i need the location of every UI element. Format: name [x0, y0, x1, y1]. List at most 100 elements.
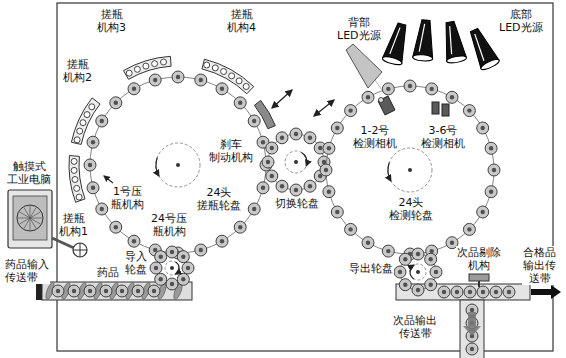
roller — [243, 84, 249, 90]
medicine-bottle — [290, 128, 302, 140]
bottle-body — [320, 164, 332, 176]
bottle-body — [323, 142, 335, 154]
camera-body — [378, 96, 395, 115]
bottle-body — [331, 206, 343, 218]
roller — [71, 158, 77, 164]
bottle-cap — [348, 108, 352, 112]
dashed-circle — [165, 261, 179, 275]
medicine-bottle — [362, 91, 374, 103]
wheel-hub — [416, 270, 420, 274]
led-face — [412, 54, 432, 62]
medicine-bottle — [276, 132, 288, 144]
roller — [74, 137, 80, 143]
part-label: 24头 搓瓶轮盘 — [196, 186, 242, 212]
rotation-arrow — [285, 151, 307, 173]
rubbing-mechanism — [202, 59, 254, 94]
medicine-bottle — [248, 115, 260, 127]
medicine-bottle — [503, 286, 515, 298]
bottle-cap — [450, 241, 454, 245]
bottle-body — [234, 97, 246, 109]
medicine-bottle — [84, 159, 96, 171]
bottle-cap — [467, 227, 471, 231]
bottle-cap — [238, 225, 242, 229]
medicine-bottle — [345, 105, 357, 117]
conveyor-belt — [460, 300, 484, 358]
part-label: 24号压 瓶机构 — [150, 212, 188, 238]
bottle-cap — [450, 95, 454, 99]
bottle-cap — [252, 207, 256, 211]
part-label: 搓瓶 机构2 — [62, 58, 93, 84]
bottle-body — [128, 235, 140, 247]
export-wheel — [394, 248, 442, 296]
bottle-body — [166, 278, 178, 290]
part-label: 1-2号 检测相机 — [352, 124, 398, 150]
double-arrow — [272, 90, 292, 108]
medicine-bottle — [84, 285, 96, 297]
bottle-cap — [327, 190, 331, 194]
dashed-circle — [388, 148, 432, 192]
bottle-body — [216, 83, 228, 95]
bottle-body — [290, 184, 302, 196]
roller — [236, 78, 242, 84]
led-highlight — [447, 26, 455, 54]
camera-body — [432, 102, 439, 114]
bottle-cap — [136, 289, 140, 293]
medicine-bottle — [331, 206, 343, 218]
medicine-bottle — [438, 286, 450, 298]
pivot-cross — [80, 243, 81, 257]
bottle-body — [382, 83, 394, 95]
dashed-circle — [156, 143, 200, 187]
bottle-cap — [467, 108, 471, 112]
led-face — [446, 55, 467, 64]
medicine-bottle — [446, 91, 458, 103]
medicine-bottle — [172, 71, 184, 83]
medicine-bottle — [320, 164, 332, 176]
switch-wheel — [262, 128, 330, 196]
bottle-cap — [430, 249, 434, 253]
bottle-cap — [170, 282, 174, 286]
medicine-bottle — [149, 74, 161, 86]
wheel-hub — [170, 266, 174, 270]
bottle-cap — [181, 255, 185, 259]
bottle-cap — [386, 249, 390, 253]
medicine-bottle — [68, 285, 80, 297]
part-label: 药品 — [96, 266, 120, 279]
roller — [152, 61, 158, 67]
medicine-bottle — [399, 279, 411, 291]
medicine-bottle — [304, 132, 316, 144]
bottle-body — [110, 97, 122, 109]
medicine-bottle — [132, 285, 144, 297]
double-arrow — [314, 100, 334, 116]
medicine-bottle — [331, 122, 343, 134]
direction-arc — [156, 158, 159, 177]
medicine-bottle — [430, 266, 442, 278]
led-cone — [346, 44, 382, 88]
roller — [89, 104, 95, 110]
bottle-cap — [280, 136, 284, 140]
medicine-bottle — [404, 80, 416, 92]
medicine-bottle — [155, 251, 167, 263]
bottle-cap — [481, 210, 485, 214]
medicine-bottle — [425, 253, 437, 265]
roller — [161, 59, 167, 65]
bottle-cap — [159, 277, 163, 281]
medicine-bottle — [150, 262, 162, 274]
bottle-body — [87, 182, 99, 194]
bottle-body — [68, 285, 80, 297]
bottle-body — [96, 115, 108, 127]
wheel-hub — [294, 160, 298, 164]
bottle-cap — [348, 227, 352, 231]
medicine-bottle — [477, 286, 489, 298]
bottle-cap — [489, 146, 493, 150]
bottle-cap — [507, 290, 511, 294]
bottle-body — [216, 235, 228, 247]
pointer-arrow — [104, 176, 113, 183]
bottle-body — [404, 80, 416, 92]
bottle-body — [451, 286, 463, 298]
led-cone — [440, 20, 466, 61]
bottle-cap — [132, 87, 136, 91]
medicine-bottle — [323, 186, 335, 198]
led-highlight — [390, 27, 400, 55]
bottle-body — [182, 262, 194, 274]
bottle-cap — [220, 87, 224, 91]
